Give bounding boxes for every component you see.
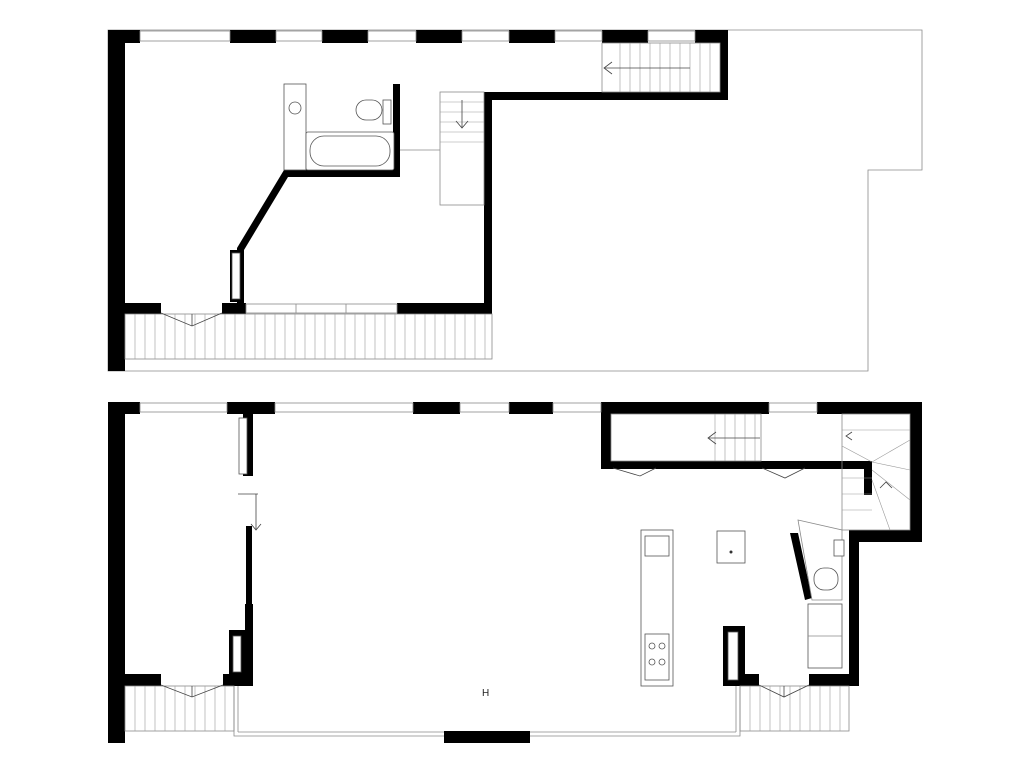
ground-appliance [716,530,746,564]
ground-left-terrace [124,684,235,732]
washbasin [283,83,307,171]
upper-stair-interior [400,91,485,206]
ground-wc [790,519,845,669]
upper-windows [139,30,696,314]
ground-column-right [723,626,745,686]
wc-toilet [813,567,839,591]
toilet [355,99,383,121]
upper-floor-plan [107,29,923,372]
cooktop [644,633,670,681]
kitchen-island [640,529,674,687]
ground-right-terrace [739,684,850,732]
upper-bathroom-walls [230,84,400,308]
upper-exterior-walls [108,30,728,371]
upper-bathroom-fixtures [283,83,395,171]
ground-exterior-walls [108,402,922,743]
wc-basin [833,539,845,557]
upper-balcony [124,312,493,360]
ground-floor-plan: H [108,402,922,743]
ground-winding-stair [841,413,911,531]
upper-stair-top [601,42,721,93]
ground-left-partition [229,414,262,686]
sink [644,535,670,557]
ground-marker-label: H [482,688,489,699]
ground-storage-zone [601,413,872,495]
upper-terrace-outline [107,29,923,372]
